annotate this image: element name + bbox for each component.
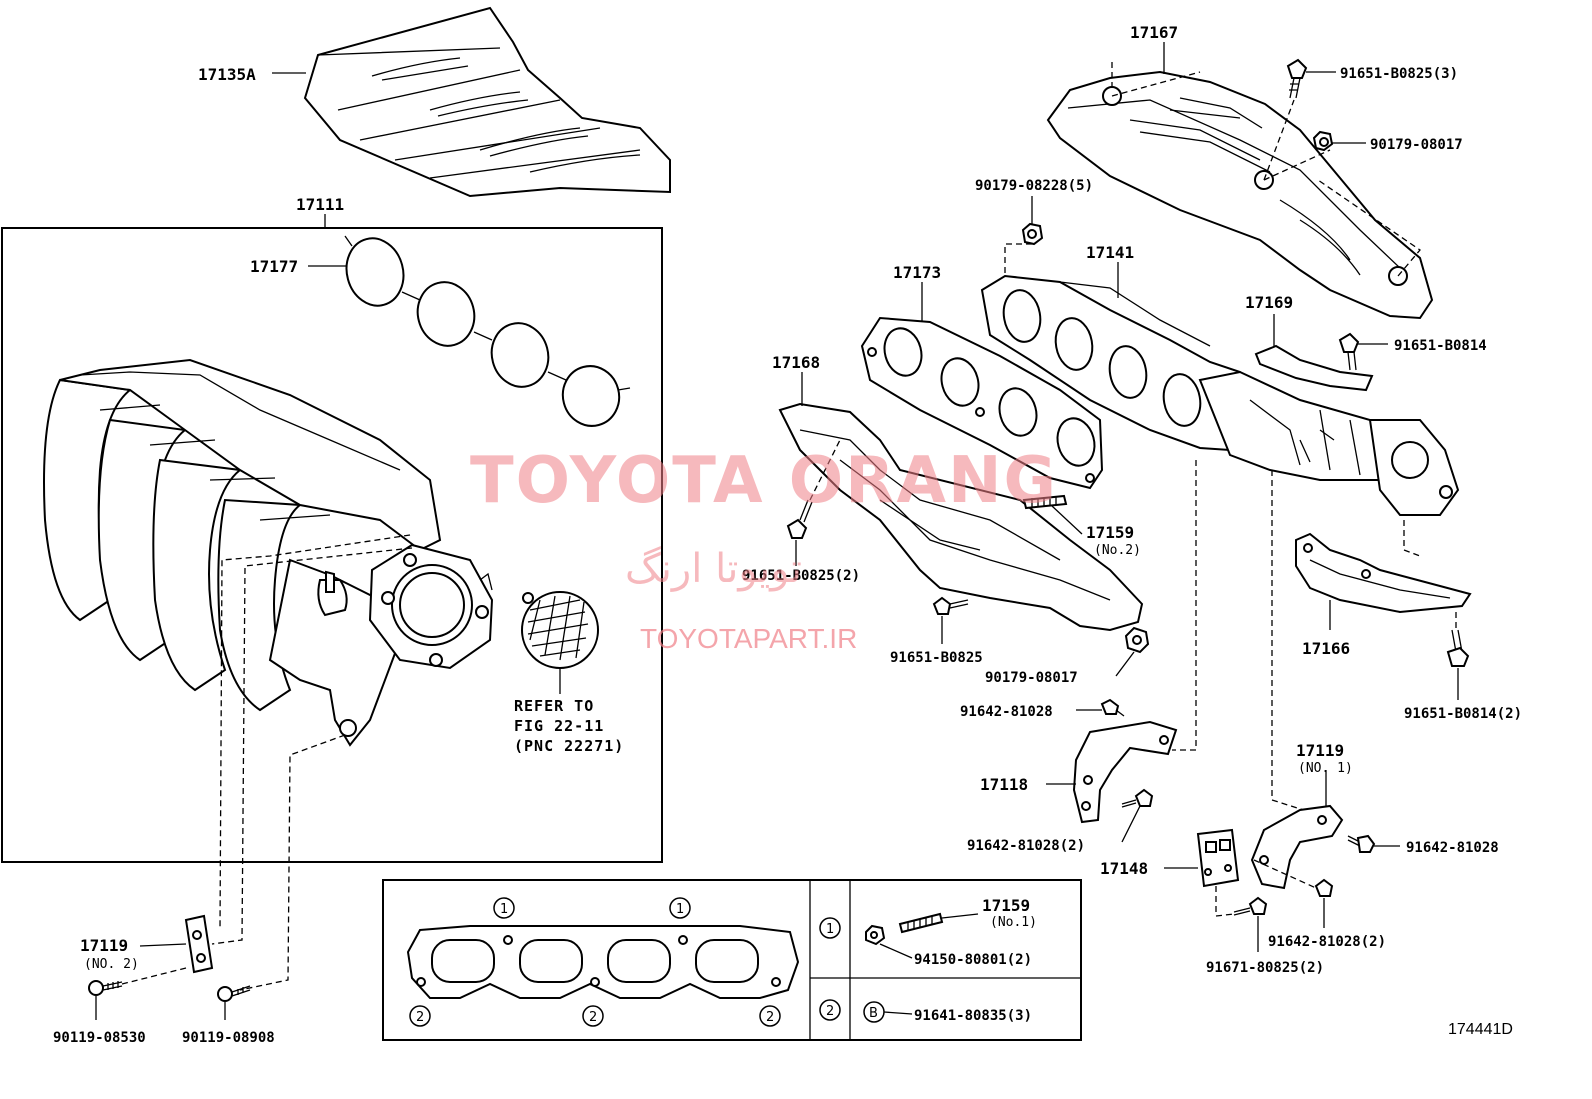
label-17159-no2: 17159 [1086, 523, 1134, 542]
label-91642-81028-a: 91642-81028 [960, 704, 1053, 720]
label-17173: 17173 [893, 263, 941, 282]
mark-1-row: 1 [826, 922, 834, 937]
insulator-17169 [1254, 344, 1374, 392]
bracket-17118 [1072, 720, 1178, 824]
bolt-91671-80825 [1233, 896, 1268, 916]
label-91642-81028-2b: 91642-81028(2) [1268, 934, 1386, 950]
mark-2b: 2 [589, 1010, 597, 1025]
figure-code: 174441D [1448, 1021, 1513, 1038]
nut-90179-08228 [1021, 222, 1044, 246]
mark-b: B [869, 1006, 878, 1021]
label-17148: 17148 [1100, 859, 1148, 878]
bolt-91642-81028-a [1100, 698, 1125, 717]
label-91642-81028-2a: 91642-81028(2) [967, 838, 1085, 854]
label-91642-81028-b: 91642-81028 [1406, 840, 1499, 856]
table-stud-label: 17159 [982, 896, 1030, 915]
stud-17159-no2 [1022, 494, 1068, 510]
refer-line3: (PNC 22271) [514, 737, 624, 755]
bracket-17119-no2 [184, 914, 214, 974]
refer-line1: REFER TO [514, 697, 594, 715]
intake-heat-insulator-17135a [303, 6, 671, 198]
label-17119-no1-sub: (NO. 1) [1298, 761, 1353, 776]
bracket-17119-no1 [1250, 804, 1344, 890]
table-stud-sub: (No.1) [990, 915, 1037, 930]
bolt-90119-08530 [88, 980, 123, 1020]
bolt-91651-b0814 [1338, 332, 1360, 371]
bolt-91642-81028-2a [1121, 788, 1154, 808]
label-17119-no1: 17119 [1296, 741, 1344, 760]
manifold-gasket-17177 [344, 235, 631, 427]
nut-90179-08017 [1124, 626, 1150, 654]
bolt-91651-b0814-2 [1446, 629, 1470, 667]
bolt-90119-08908 [217, 985, 251, 1020]
table-bolt-label: 91641-80835(3) [914, 1008, 1032, 1024]
label-17168: 17168 [772, 353, 820, 372]
exhaust-manifold-17141 [980, 274, 1460, 516]
nut-90179-08017-top [1312, 130, 1334, 152]
watermark-main: TOYOTA ORANG [470, 444, 1058, 518]
watermark-url: TOYOTAPART.IR [640, 623, 857, 654]
label-91651-b0814-2: 91651-B0814(2) [1404, 706, 1522, 722]
bolt-91651-b0825-mid [932, 596, 969, 615]
label-17159-no2-sub: (No.2) [1094, 543, 1141, 558]
lower-heat-insulator-17168 [778, 402, 1144, 632]
exhaust-gasket-17173 [860, 316, 1104, 490]
label-91651-b0825-2: 91651-B0825(2) [742, 568, 860, 584]
throttle-gasket-ref [521, 591, 599, 669]
label-91651-b0814: 91651-B0814 [1394, 338, 1487, 354]
mark-2c: 2 [766, 1010, 774, 1025]
bolt-91642-81028-2b [1314, 878, 1334, 897]
label-17135a: 17135A [198, 65, 256, 84]
label-90179-08228-5: 90179-08228(5) [975, 178, 1093, 194]
label-90179-08017: 90179-08017 [985, 670, 1078, 686]
exhaust-heat-insulator-17167 [1046, 70, 1434, 320]
legend-table: 1 1 2 2 2 1 2 17159 (No.1) 94150-80801(2… [382, 879, 1082, 1041]
bolt-91651-b0825-top [1286, 58, 1308, 99]
label-17177: 17177 [250, 257, 298, 276]
label-17167: 17167 [1130, 23, 1178, 42]
label-91651-b0825: 91651-B0825 [890, 650, 983, 666]
insulator-17166 [1295, 532, 1472, 614]
label-17119-no2-sub: (NO. 2) [84, 957, 139, 972]
label-17166: 17166 [1302, 639, 1350, 658]
refer-line2: FIG 22-11 [514, 717, 604, 735]
label-90119-08908: 90119-08908 [182, 1030, 275, 1046]
table-nut-label: 94150-80801(2) [914, 952, 1032, 968]
intake-manifold-body [43, 358, 494, 747]
intake-manifold-box [1, 227, 663, 863]
plate-17148 [1196, 828, 1240, 888]
label-17111: 17111 [296, 195, 344, 214]
label-90179-08017-top: 90179-08017 [1370, 137, 1463, 153]
label-17141: 17141 [1086, 243, 1134, 262]
watermark-farsi: تویوتا ارنگ [625, 546, 802, 592]
label-91651-b0825-3: 91651-B0825(3) [1340, 66, 1458, 82]
label-17169: 17169 [1245, 293, 1293, 312]
mark-1b: 1 [676, 902, 684, 917]
label-91671-80825-2: 91671-80825(2) [1206, 960, 1324, 976]
mark-2a: 2 [416, 1010, 424, 1025]
bolt-91642-81028-b [1347, 834, 1376, 853]
bolt-91651-b0825-left [786, 499, 813, 539]
mark-1a: 1 [500, 902, 508, 917]
label-17118: 17118 [980, 775, 1028, 794]
label-17119-no2: 17119 [80, 936, 128, 955]
label-90119-08530: 90119-08530 [53, 1030, 146, 1046]
mark-2-row: 2 [826, 1004, 834, 1019]
